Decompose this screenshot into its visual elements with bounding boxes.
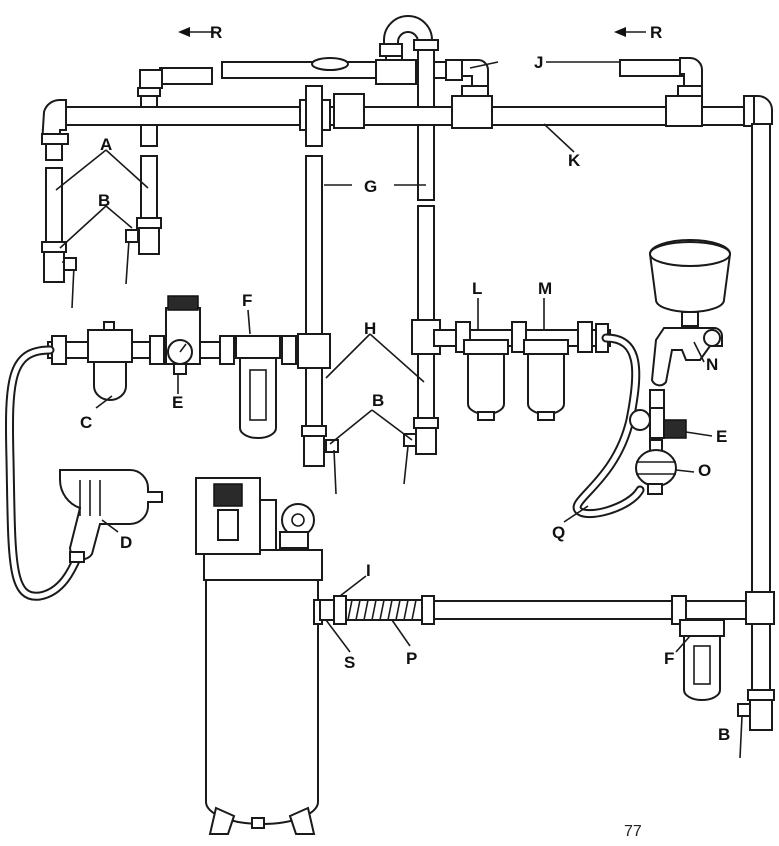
label-b-bottom: B (718, 725, 730, 744)
drain-valve-b-right (737, 703, 751, 759)
spray-gun-n (648, 239, 732, 409)
page-number: 77 (624, 823, 642, 840)
left-air-station (47, 295, 299, 439)
label-r-right: R (650, 23, 662, 42)
label-b-top: B (98, 191, 110, 210)
label-i: I (366, 561, 371, 580)
label-o: O (698, 461, 711, 480)
air-compressor (195, 477, 323, 835)
direction-arrows (178, 27, 626, 37)
label-b-mid: B (372, 391, 384, 410)
drop-line-g-left (297, 85, 331, 467)
label-n: N (706, 355, 718, 374)
drop-line-g-right (411, 205, 441, 455)
label-e-right: E (716, 427, 727, 446)
label-q: Q (552, 523, 565, 542)
label-g: G (364, 177, 377, 196)
drain-valve-b-mid-left (325, 439, 339, 495)
label-h: H (364, 319, 376, 338)
right-vertical-riser (745, 123, 775, 731)
spray-gun-regulator-e (629, 407, 687, 439)
label-k: K (568, 151, 581, 170)
right-air-station (433, 321, 611, 421)
label-f-left: F (242, 291, 252, 310)
impact-wrench-d (59, 469, 163, 563)
drain-valve-b-left (62, 257, 77, 309)
label-p: P (406, 649, 417, 668)
label-a: A (100, 135, 112, 154)
label-c: C (80, 413, 92, 432)
label-s: S (344, 653, 355, 672)
label-m: M (538, 279, 552, 298)
bottom-supply-line (319, 595, 747, 701)
label-l: L (472, 279, 482, 298)
label-e-left: E (172, 393, 183, 412)
label-j: J (534, 53, 543, 72)
drain-valve-b-mid-right (403, 433, 417, 485)
hose-to-impact-wrench (4, 345, 83, 601)
hose-q-to-spray-gun (572, 333, 645, 519)
inline-filter-o (635, 439, 677, 495)
upper-feed-line (136, 15, 703, 255)
drain-valve-b-second (125, 229, 139, 285)
label-f-bottom: F (664, 649, 674, 668)
label-r-left: R (210, 23, 222, 42)
label-d: D (120, 533, 132, 552)
callout-labels: R R J A K G B L M F H N E B C E O Q D I … (80, 23, 730, 840)
flex-hose-p-coils (347, 599, 417, 621)
